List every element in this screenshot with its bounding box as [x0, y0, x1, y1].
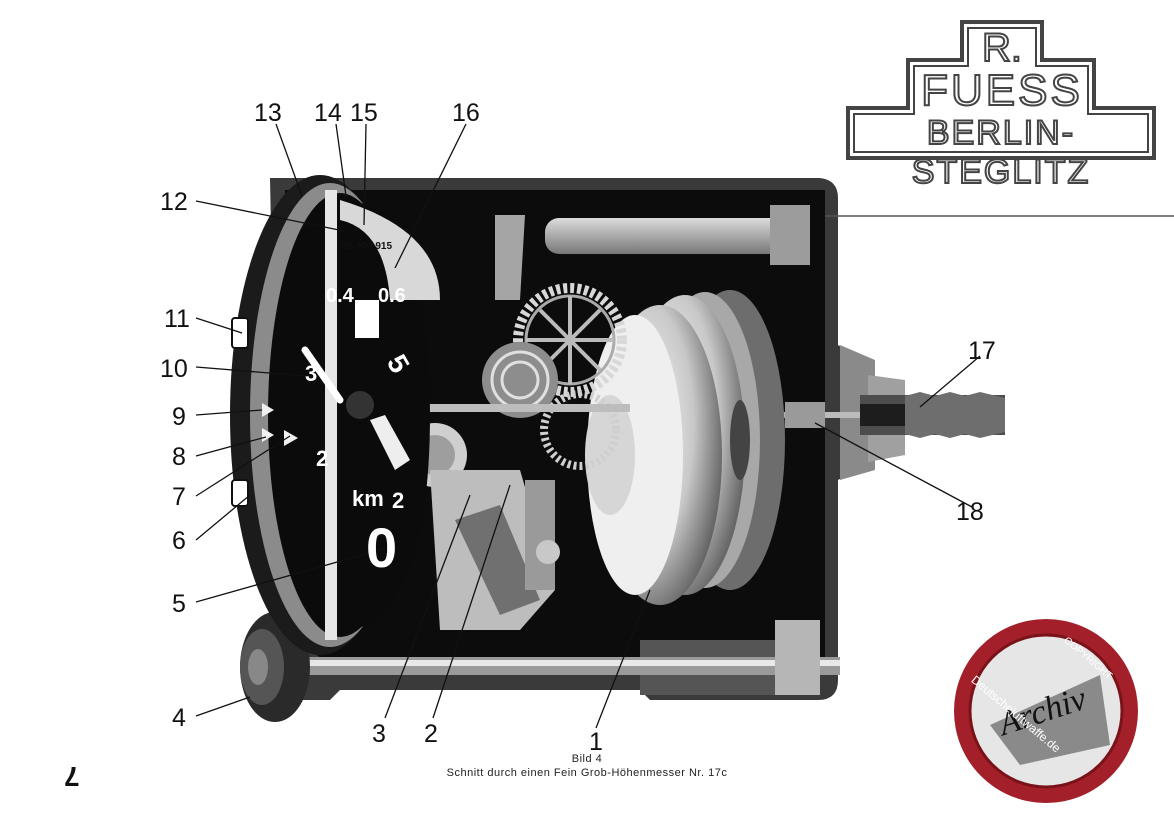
callout-12: 12: [160, 188, 188, 216]
caption-figure-number: Bild 4: [571, 753, 603, 765]
dial-fine-0-4: 0.4: [326, 285, 354, 307]
figure-caption: Bild 4 Schnitt durch einen Fein Grob-Höh…: [0, 753, 1174, 779]
callout-13: 13: [254, 99, 282, 127]
dial-digit-3: 3: [305, 361, 318, 386]
callout-3: 3: [372, 720, 386, 748]
callout-11: 11: [164, 305, 190, 333]
watermark-seal: [954, 619, 1138, 803]
callout-9: 9: [172, 403, 186, 431]
callout-1: 1: [589, 728, 603, 756]
archive-watermark: Archiv COPYRIGHT Deutscheluftwaffe.de: [950, 615, 1142, 807]
manufacturer-logo: R. FUESS BERLIN-STEGLITZ: [842, 16, 1160, 192]
dial-window-numbers: 55 900 915: [342, 241, 393, 252]
dial-fine-2: 2: [392, 488, 405, 513]
page-number: 7: [64, 761, 80, 792]
linkage-bracket: [430, 215, 560, 630]
caption-description: Schnitt durch einen Fein Grob-Höhenmesse…: [446, 767, 728, 779]
callout-15: 15: [350, 99, 378, 127]
callout-5: 5: [172, 590, 186, 618]
dial-unit-km: km: [352, 486, 384, 511]
callout-2: 2: [424, 720, 438, 748]
dial-assembly: [230, 175, 440, 655]
logo-city: BERLIN-STEGLITZ: [911, 113, 1091, 192]
dial-digit-0: 0: [366, 516, 398, 579]
top-rod: [545, 205, 1174, 265]
callout-4: 4: [172, 704, 186, 732]
dial-digit-2: 2: [316, 446, 329, 471]
callout-17: 17: [968, 337, 996, 365]
aneroid-capsules: [585, 290, 785, 605]
callout-10: 10: [160, 355, 188, 383]
callout-18: 18: [956, 498, 984, 526]
logo-name: FUESS: [920, 65, 1083, 116]
callout-8: 8: [172, 443, 186, 471]
leader-lines: [195, 123, 981, 729]
callout-16: 16: [452, 99, 480, 127]
callout-14: 14: [314, 99, 342, 127]
hose-fitting: [760, 392, 1005, 438]
dial-fine-0-6: 0.6: [378, 285, 406, 307]
logo-outline: [846, 20, 1156, 160]
callout-6: 6: [172, 527, 186, 555]
callout-7: 7: [172, 483, 186, 511]
logo-initial: R.: [981, 25, 1023, 71]
setting-shaft: [280, 620, 840, 695]
